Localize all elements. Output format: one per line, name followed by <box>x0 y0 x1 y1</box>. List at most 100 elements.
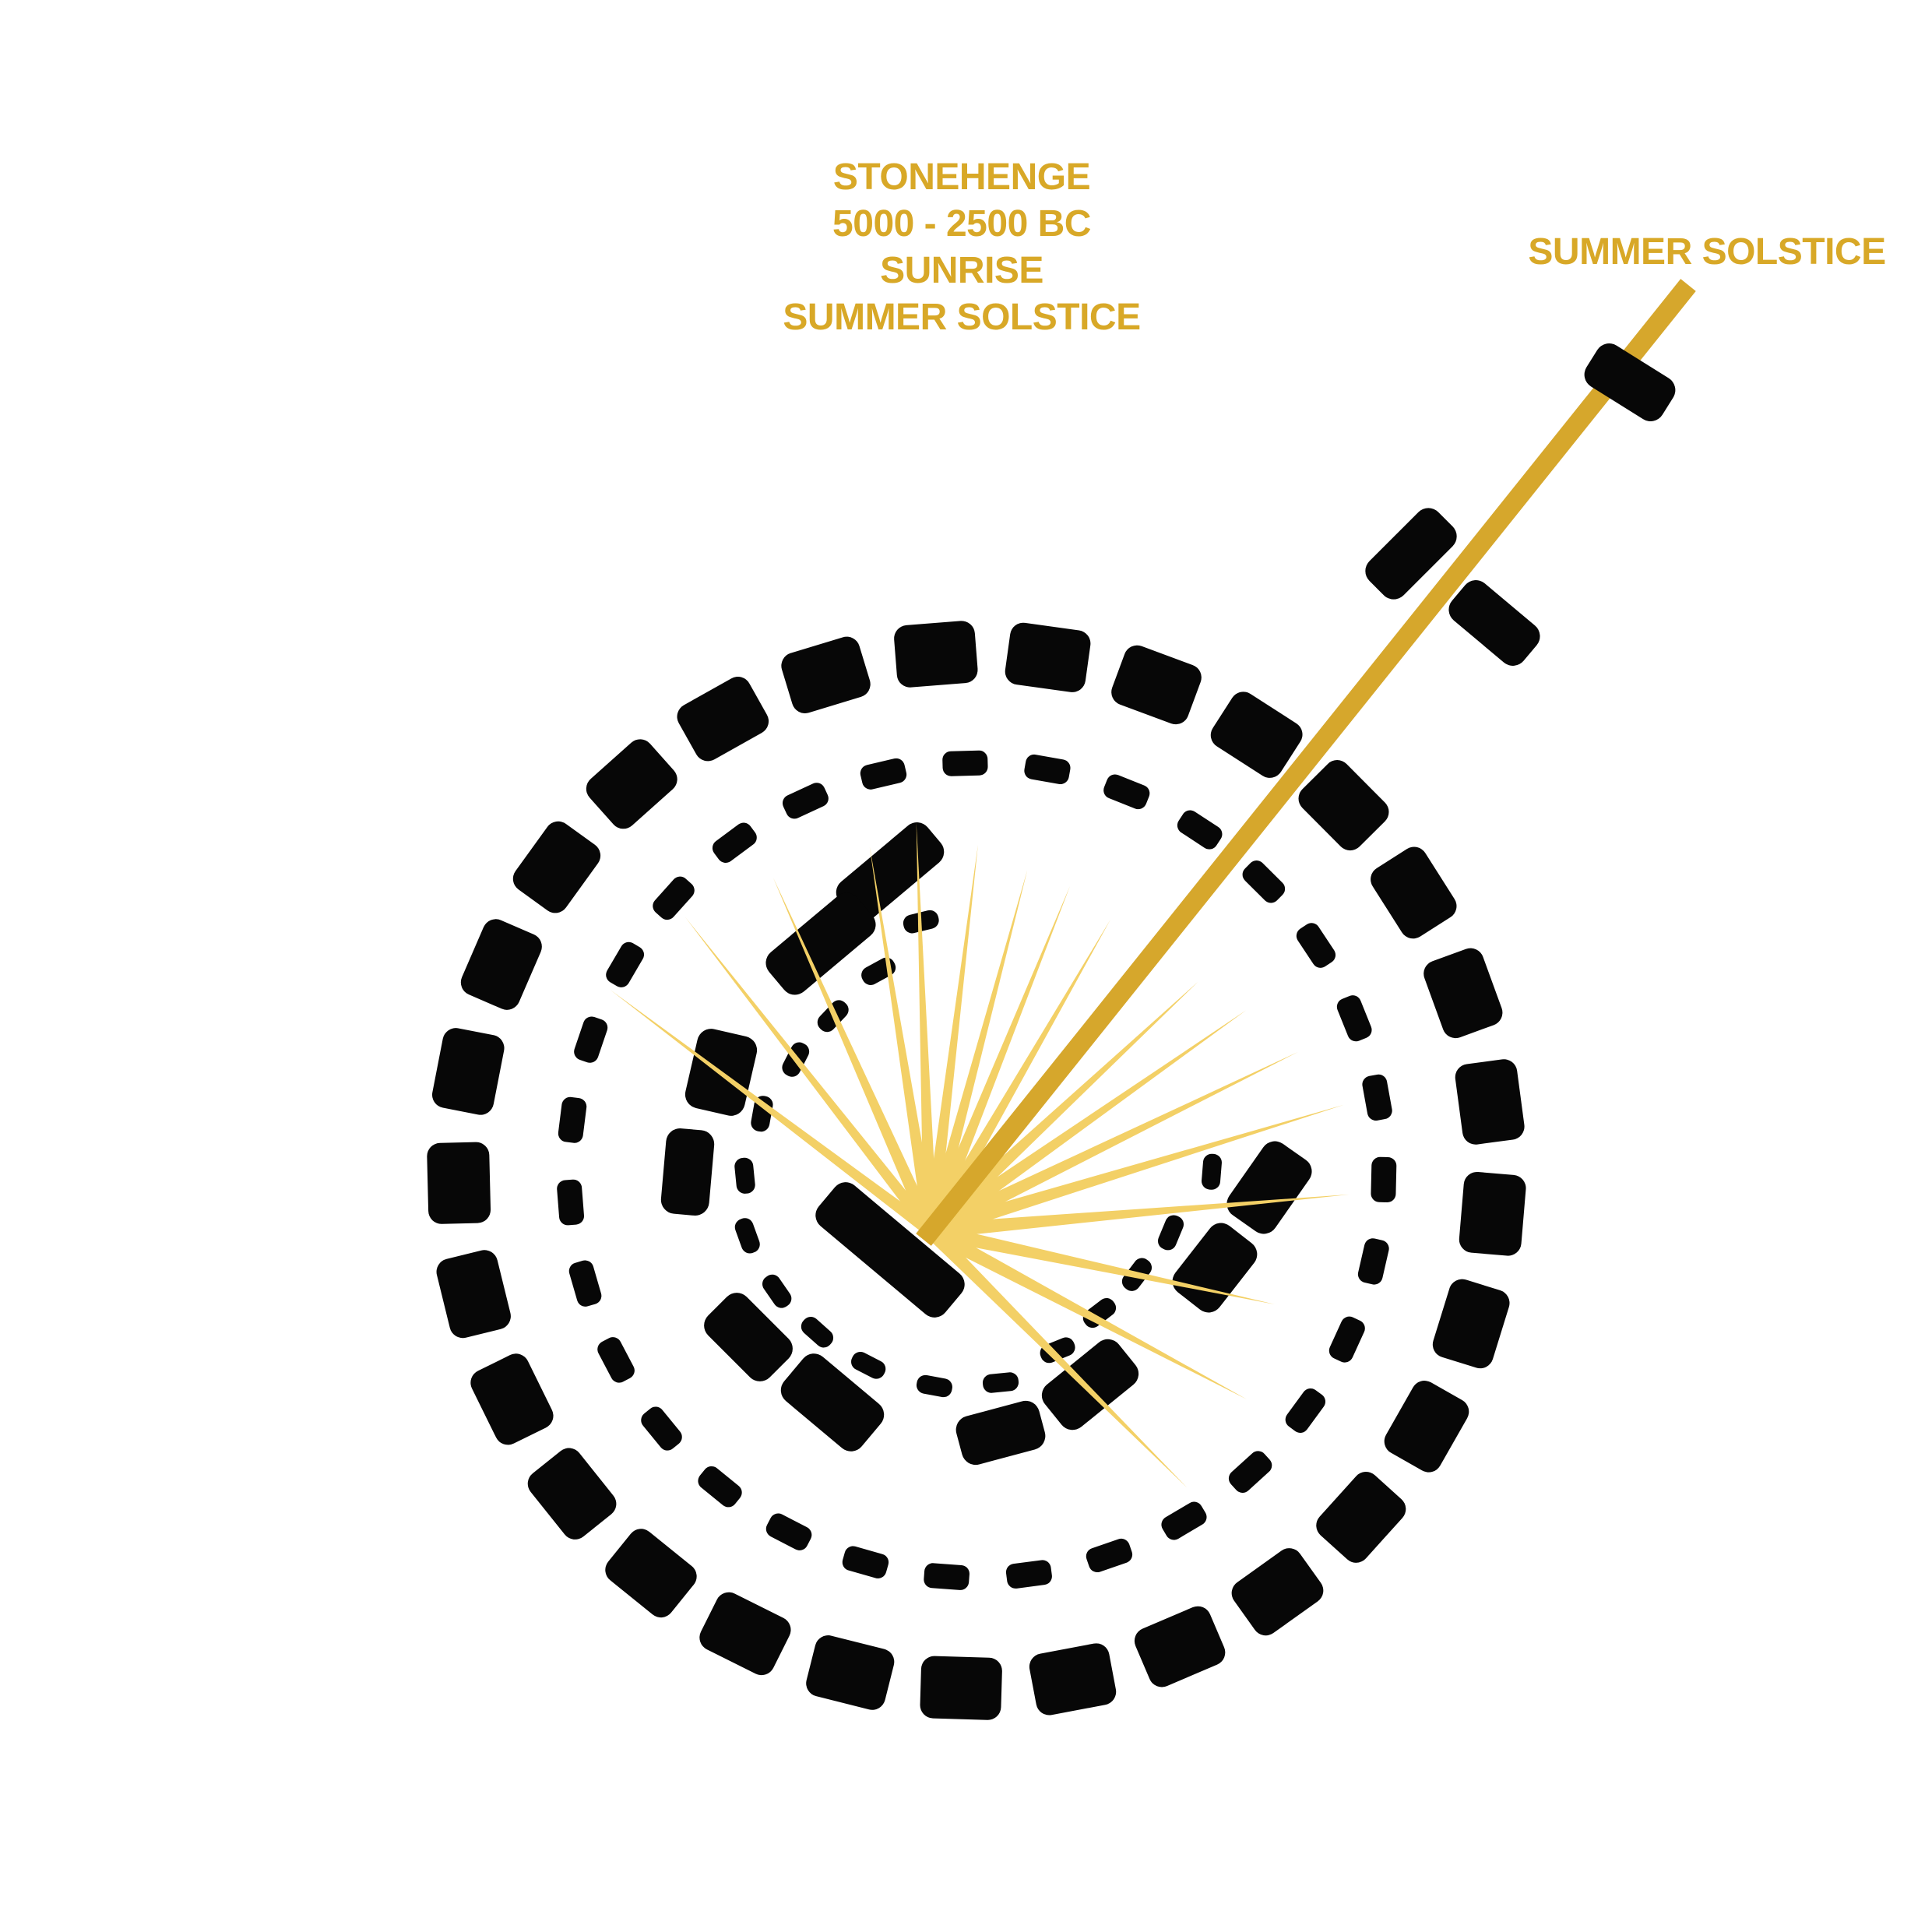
bluestone-circle-dash <box>924 1563 970 1590</box>
bluestone-circle-dash <box>1328 1316 1365 1363</box>
outer-sarsen-ring-dash <box>512 821 601 913</box>
bluestone-circle-dash <box>1086 1538 1133 1573</box>
diagram-title: STONEHENGE 5000 - 2500 BC SUNRISE SUMMER… <box>783 157 1141 338</box>
sun-ray <box>924 844 978 1233</box>
bluestone-circle-dash <box>942 750 988 776</box>
outer-sarsen-ring-dash <box>1029 1643 1117 1716</box>
bluestone-circle-dash <box>1336 995 1372 1042</box>
bluestone-circle-dash <box>698 1466 742 1508</box>
outer-sarsen-ring-dash <box>470 1353 554 1445</box>
sun-ray <box>772 877 938 1234</box>
bluestone-circle-dash <box>782 783 829 819</box>
outer-sarsen-ring-dash <box>1005 622 1091 692</box>
bluestone-circle-dash <box>597 1337 635 1383</box>
outer-sarsen-ring-dash <box>677 677 769 762</box>
sun-ray <box>927 1051 1298 1238</box>
sun-ray <box>925 1226 1188 1488</box>
outer-sarsen-ring-dash <box>586 739 677 829</box>
outer-sarsen-ring-dash <box>1432 1279 1510 1369</box>
bluestone-circle-dash <box>765 1513 812 1550</box>
bluestone-circle-dash <box>568 1260 602 1307</box>
bluestone-circle-dash <box>557 1179 585 1226</box>
bluestone-circle-dash <box>1024 754 1071 785</box>
bluestone-circle-dash <box>653 876 695 920</box>
inner-bluestone-oval-dash <box>734 1218 760 1254</box>
outer-sarsen-ring-dash <box>1298 760 1389 851</box>
sun-ray <box>924 919 1110 1235</box>
inner-bluestone-oval-dash <box>916 1374 952 1398</box>
outer-sarsen-ring-dash <box>431 1028 505 1115</box>
sun-ray <box>930 1194 1350 1239</box>
altar-stone <box>815 1182 965 1318</box>
outer-sarsen-ring-dash <box>605 1529 697 1618</box>
outer-sarsen-ring-dash <box>1210 692 1303 778</box>
inner-bluestone-oval-dash <box>734 1157 755 1194</box>
outer-sarsen-ring-dash <box>527 1448 617 1540</box>
solstice-axis-line <box>916 279 1696 1246</box>
outer-sarsen-ring-dash <box>781 636 871 713</box>
bluestone-circle-dash <box>1177 810 1223 850</box>
outer-sarsen-ring-dash <box>806 1635 895 1710</box>
inner-bluestone-oval-dash <box>801 1316 834 1348</box>
outer-sarsen-ring-dash <box>1455 1059 1525 1145</box>
trilithon-sw-b <box>780 1353 885 1452</box>
bluestone-circle-dash <box>1242 860 1286 903</box>
sun-ray <box>928 1223 1276 1304</box>
outer-sarsen-ring-dash <box>1384 1381 1469 1473</box>
slaughter-stone-b <box>1448 580 1540 666</box>
trilithon-sw-a <box>704 1293 793 1381</box>
solstice-sunrise-line <box>916 279 1696 1246</box>
outer-sarsen-ring-dash <box>699 1592 791 1676</box>
bluestone-circle-dash <box>1161 1501 1207 1540</box>
bluestone-circle-dash <box>558 1096 587 1143</box>
bluestone-circle-dash <box>1357 1238 1389 1285</box>
bluestone-circle-dash <box>1371 1156 1397 1203</box>
outer-sarsen-ring-dash <box>1231 1548 1324 1636</box>
sun-ray <box>684 917 936 1235</box>
bluestone-circle-dash <box>1228 1451 1272 1493</box>
bluestone-circle-dash <box>1296 923 1336 968</box>
sun-ray <box>924 885 1071 1234</box>
sun-ray <box>869 846 938 1233</box>
slaughter-stone-a <box>1365 508 1457 600</box>
inner-bluestone-oval-dash <box>1158 1215 1184 1251</box>
outer-sarsen-ring-dash <box>894 621 978 688</box>
trilithon-se <box>1041 1339 1139 1431</box>
bluestone-circle-dash <box>606 941 645 987</box>
sun-ray <box>610 990 934 1237</box>
heel-stone <box>1584 343 1676 421</box>
inner-bluestone-oval-dash <box>1040 1337 1075 1364</box>
bluestone-circle-dash <box>1005 1560 1052 1589</box>
outer-sarsen-ring-dash <box>920 1656 1002 1720</box>
outer-sarsen-ring-dash <box>436 1250 511 1339</box>
trilithon-ne-b <box>765 892 876 995</box>
trilithon-west-b <box>660 1128 715 1216</box>
outer-sarsen-ring-dash <box>427 1142 491 1224</box>
outer-sarsen-ring-dash <box>1134 1606 1226 1687</box>
sun-ray <box>928 1104 1344 1239</box>
outer-sarsen-ring-dash <box>1316 1472 1406 1563</box>
inner-bluestone-oval-dash <box>762 1274 792 1308</box>
bluestone-circle-dash <box>1285 1388 1326 1433</box>
bluestone-circle-dash <box>860 758 907 790</box>
bluestone-circle-dash <box>842 1546 889 1578</box>
stone-rings <box>427 621 1526 1720</box>
outer-sarsen-ring-dash <box>1111 645 1202 725</box>
bluestone-circle-dash <box>1362 1074 1392 1121</box>
inner-bluestone-oval-dash <box>851 1351 886 1379</box>
bluestone-circle-dash <box>712 822 757 863</box>
sun-ray <box>927 1224 1248 1399</box>
inner-bluestone-oval-dash <box>1202 1153 1222 1190</box>
outer-sarsen-ring-dash <box>1371 846 1457 939</box>
bluestone-circle-dash <box>641 1406 682 1451</box>
sun-ray <box>924 870 1028 1233</box>
outer-sarsen-ring-dash <box>1423 948 1503 1039</box>
sunrise-rays <box>610 822 1350 1488</box>
sun-ray <box>925 981 1198 1237</box>
trilithon-east-a <box>1226 1141 1312 1234</box>
trilithon-south <box>955 1400 1046 1466</box>
trilithon-east-b <box>1172 1223 1258 1313</box>
summer-solstice-label: SUMMER SOLSTICE <box>1528 231 1886 273</box>
